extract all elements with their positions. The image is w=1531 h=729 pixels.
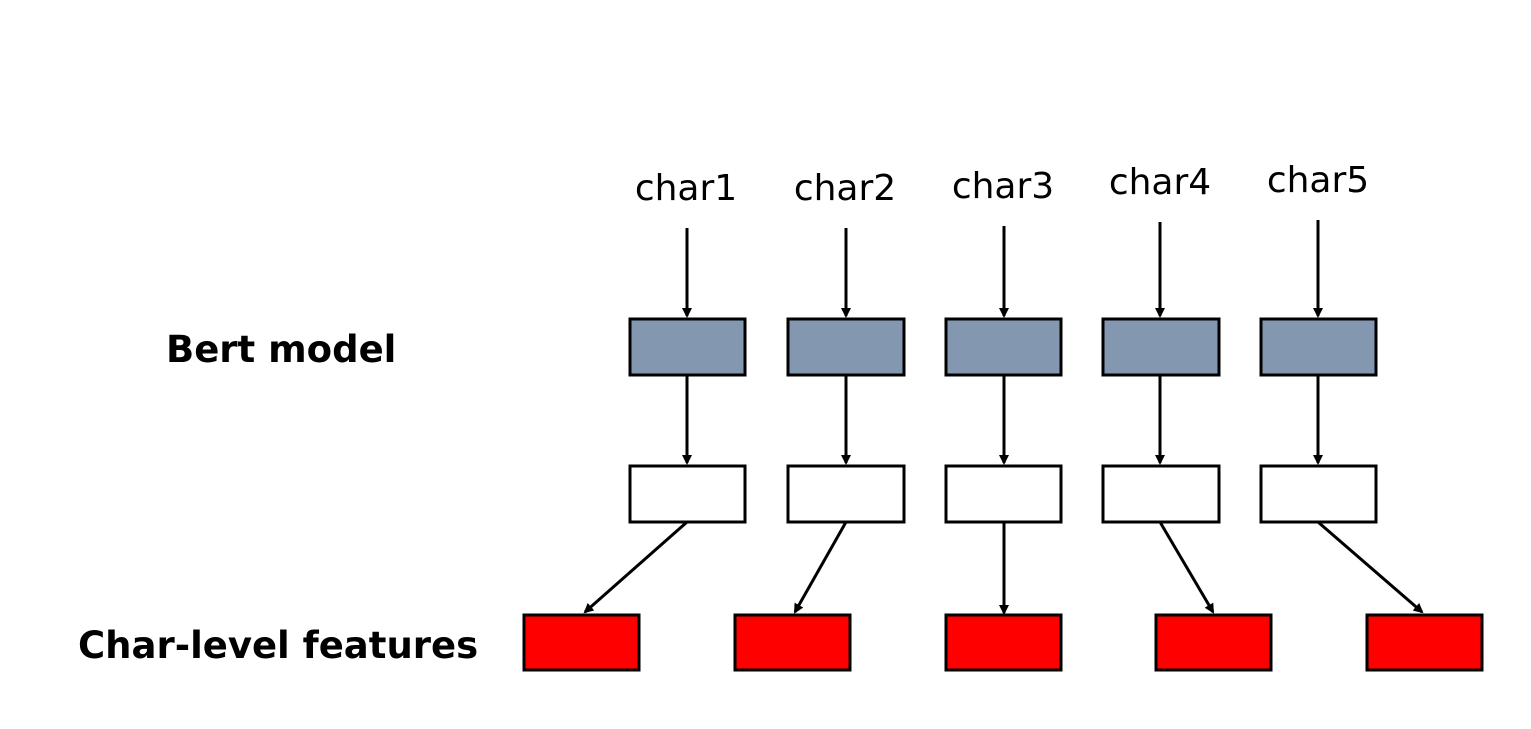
output-box-1 — [628, 464, 747, 524]
char-label-3: char3 — [952, 166, 1054, 207]
feature-arrow-5 — [1317, 520, 1424, 614]
bert-model-label: Bert model — [166, 328, 396, 371]
output-box-3 — [944, 464, 1063, 524]
char-label-2: char2 — [794, 168, 896, 209]
feature-box-1 — [522, 613, 641, 672]
bert-box-1 — [628, 317, 747, 377]
bert-box-3 — [944, 317, 1063, 377]
output-box-2 — [786, 464, 906, 524]
output-box-5 — [1259, 464, 1378, 524]
feature-arrow-4 — [1158, 521, 1215, 614]
bert-box-2 — [786, 317, 906, 377]
char-label-4: char4 — [1109, 162, 1211, 203]
feature-box-4 — [1154, 613, 1273, 672]
feature-box-5 — [1365, 613, 1484, 672]
feature-arrow-2 — [793, 521, 848, 614]
bert-box-4 — [1101, 317, 1221, 377]
bert-box-5 — [1259, 317, 1378, 377]
feature-box-2 — [733, 613, 852, 672]
feature-box-3 — [944, 613, 1063, 672]
char-label-1: char1 — [635, 168, 737, 209]
char-level-features-label: Char-level features — [78, 624, 478, 667]
feature-arrow-1 — [583, 520, 688, 614]
output-box-4 — [1101, 464, 1221, 524]
char-label-5: char5 — [1267, 160, 1369, 201]
